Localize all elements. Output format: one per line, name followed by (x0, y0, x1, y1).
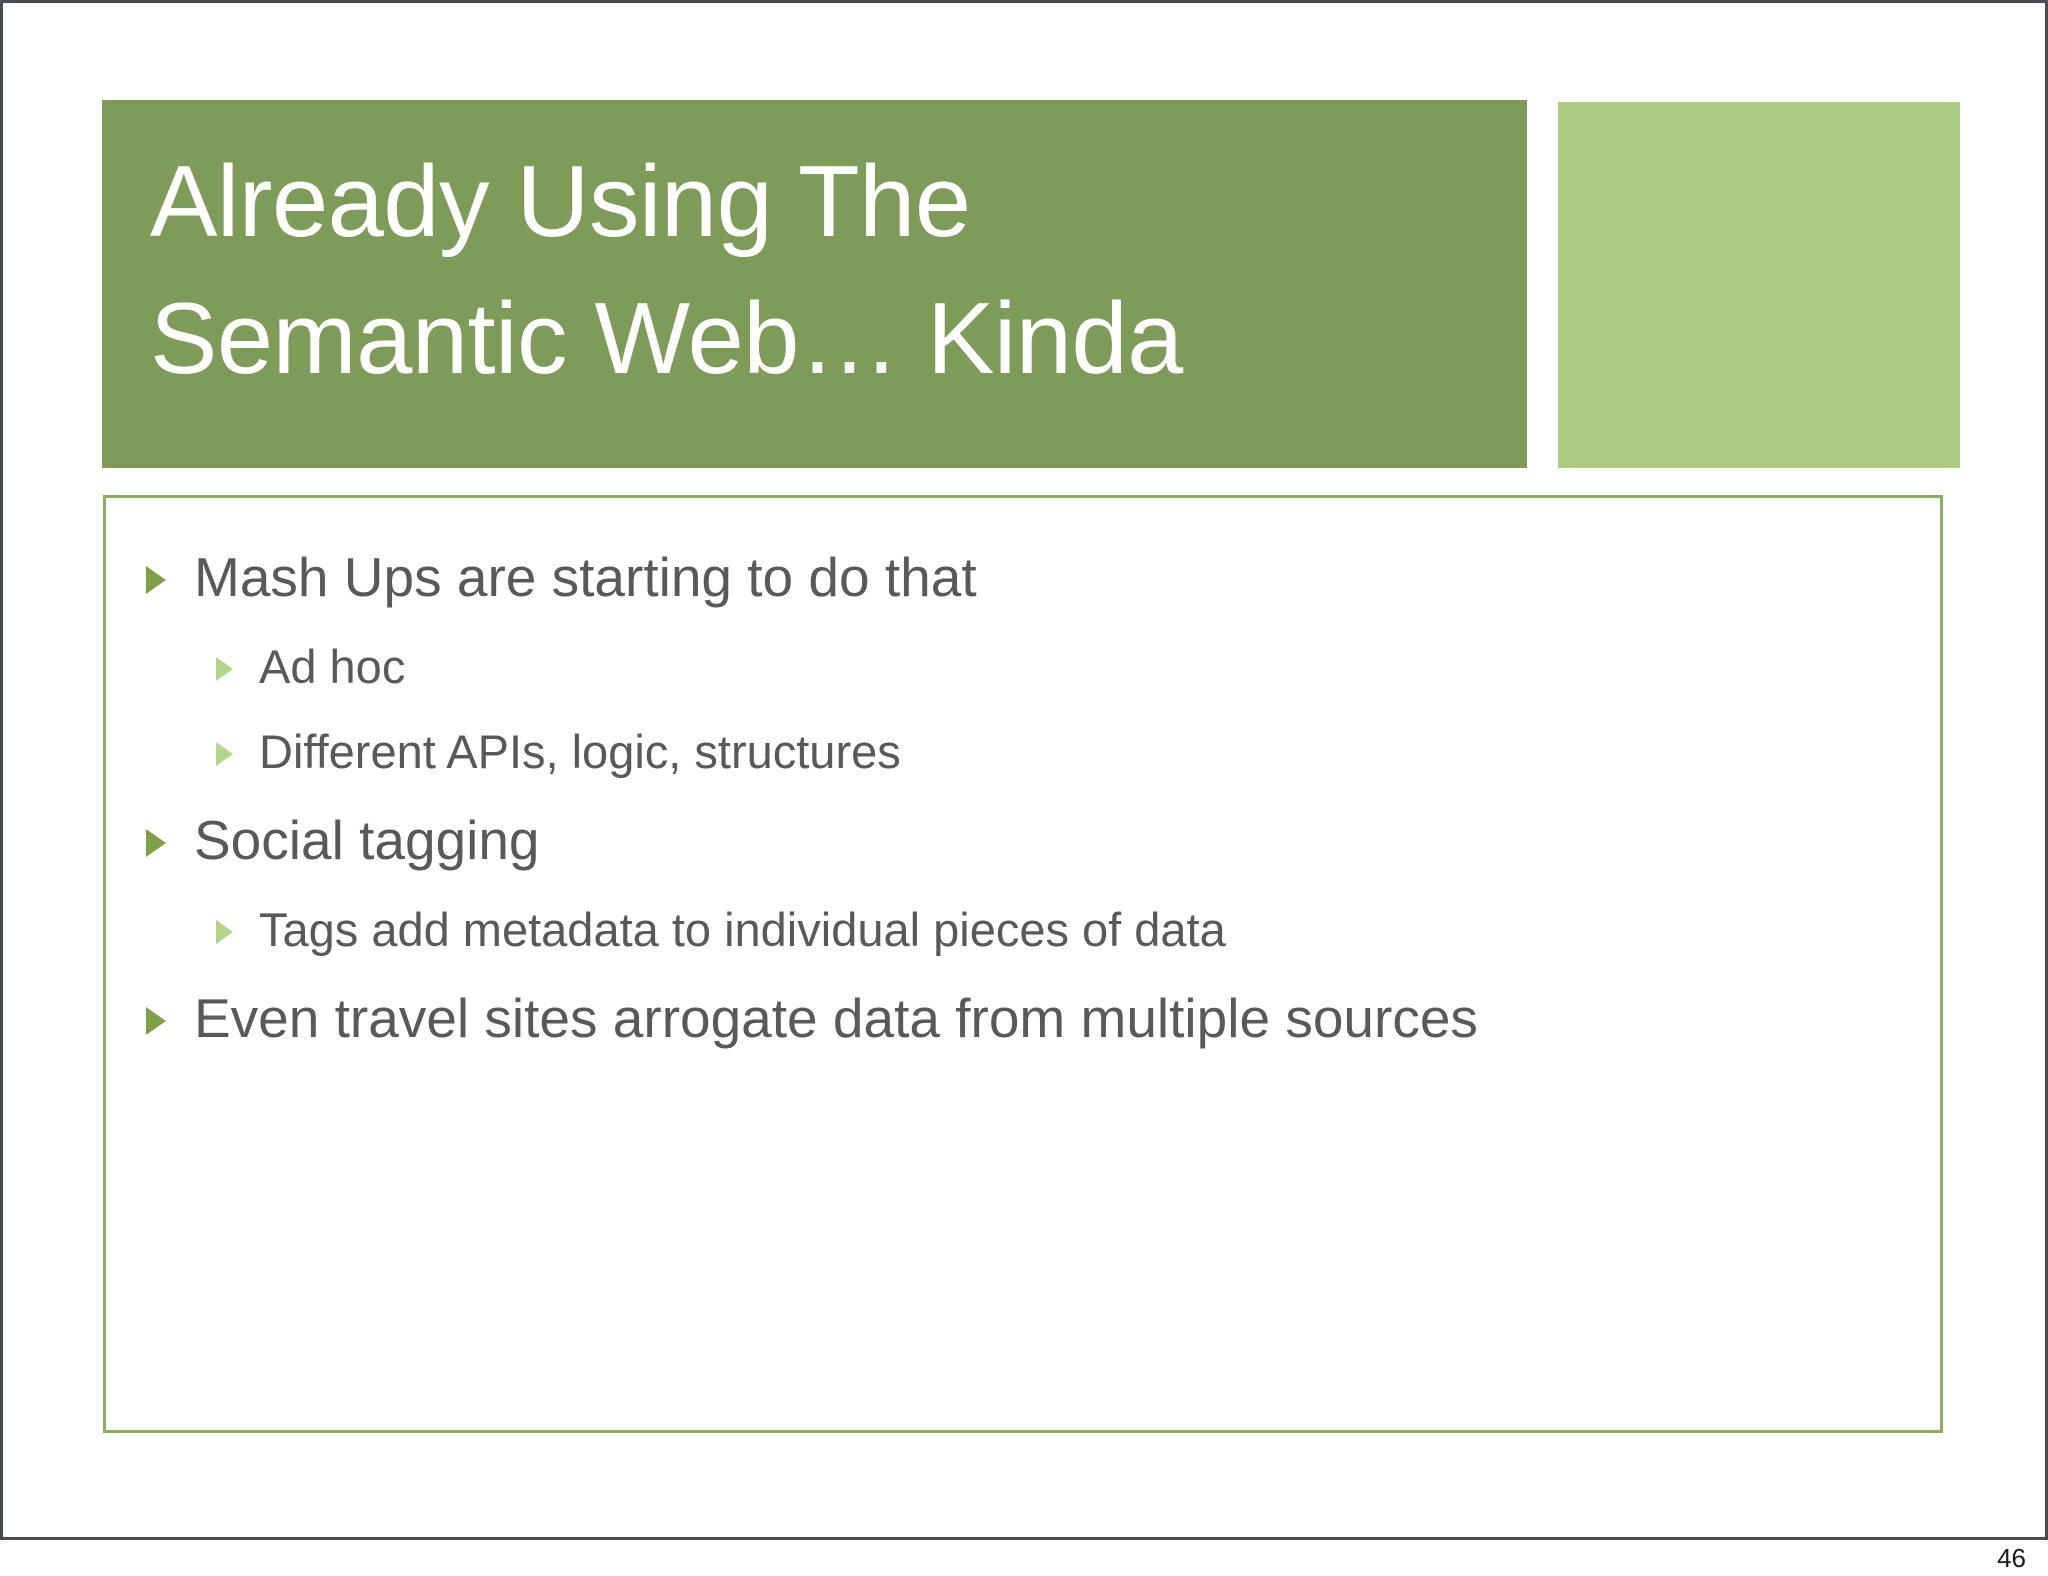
triangle-bullet-icon (146, 829, 166, 857)
bullet-text: Different APIs, logic, structures (259, 725, 901, 778)
list-item: Social tagging (146, 813, 1940, 868)
content-body-box: Mash Ups are starting to do that Ad hoc … (103, 495, 1943, 1433)
list-item: Tags add metadata to individual pieces o… (216, 906, 1940, 953)
list-item: Mash Ups are starting to do that (146, 550, 1940, 605)
bullet-text: Tags add metadata to individual pieces o… (259, 903, 1226, 956)
page-frame-right-border (2045, 0, 2048, 1540)
triangle-bullet-icon (146, 1007, 166, 1035)
slide-title: Already Using The Semantic Web… Kinda (150, 146, 1183, 396)
page-number: 46 (1997, 1543, 2026, 1573)
page-frame-bottom-border (0, 1537, 2048, 1540)
list-item: Ad hoc (216, 643, 1940, 690)
page-frame-left-border (0, 0, 3, 1540)
bullet-text: Even travel sites arrogate data from mul… (194, 987, 1478, 1049)
page-frame-top-border (0, 0, 2048, 3)
bullet-list: Mash Ups are starting to do that Ad hoc … (106, 550, 1940, 1046)
bullet-text: Social tagging (194, 809, 540, 871)
accent-square-decoration (1558, 102, 1960, 468)
list-item: Different APIs, logic, structures (216, 728, 1940, 775)
triangle-bullet-icon (146, 566, 166, 594)
triangle-bullet-icon (216, 742, 233, 766)
title-banner: Already Using The Semantic Web… Kinda (102, 100, 1527, 468)
bullet-text: Mash Ups are starting to do that (194, 546, 977, 608)
triangle-bullet-icon (216, 657, 233, 681)
bullet-text: Ad hoc (259, 640, 406, 693)
list-item: Even travel sites arrogate data from mul… (146, 991, 1940, 1046)
triangle-bullet-icon (216, 920, 233, 944)
